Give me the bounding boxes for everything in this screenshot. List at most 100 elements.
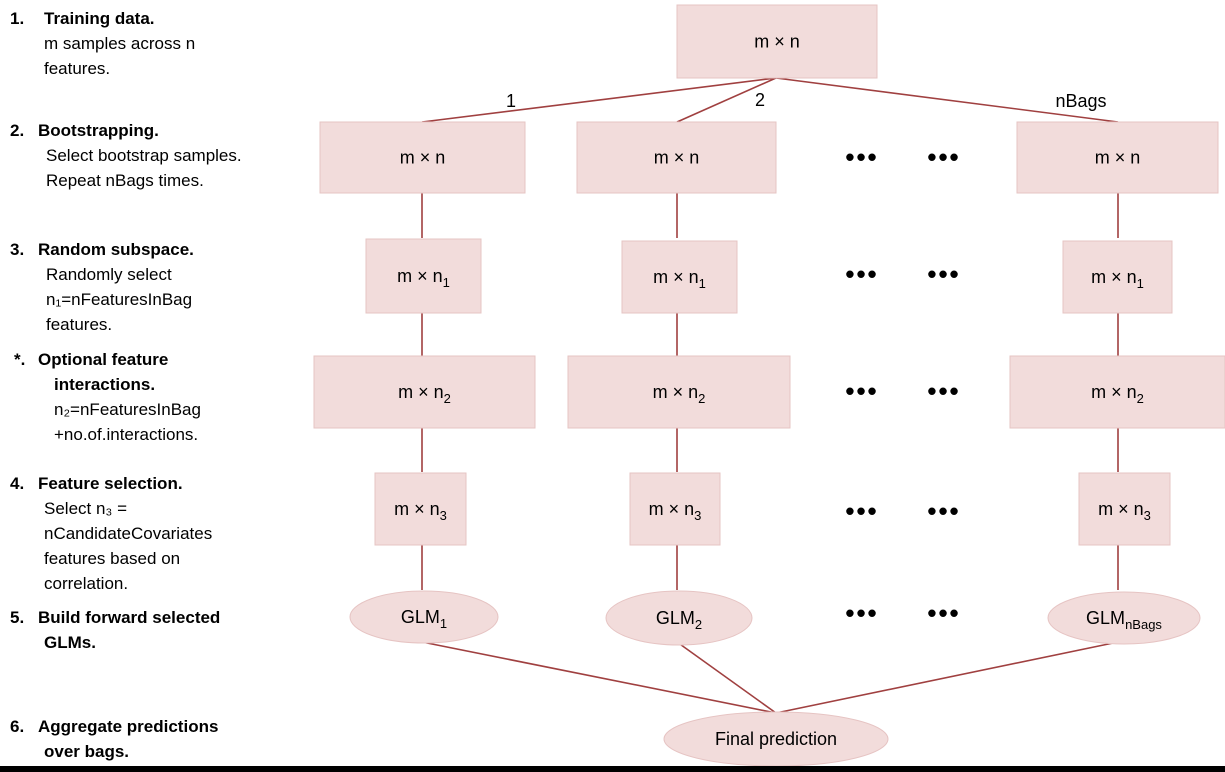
step-title: Bootstrapping. bbox=[38, 121, 159, 140]
step-text: n₁=nFeaturesInBag bbox=[46, 290, 193, 309]
box-label: m × n2 bbox=[653, 382, 706, 406]
edge-root-to-bag-2 bbox=[676, 77, 777, 123]
step-text: features. bbox=[46, 315, 113, 334]
ellipse-shape bbox=[349, 590, 499, 644]
step-2: 2. Bootstrapping. Select bootstrap sample… bbox=[10, 118, 242, 193]
step-title: Feature selection. bbox=[38, 474, 183, 493]
subspace-node: m × n1 bbox=[365, 238, 482, 314]
step-optional: *.Optional feature interactions. n₂=nFea… bbox=[14, 347, 201, 447]
box-shape bbox=[365, 238, 482, 314]
edge-label: 1 bbox=[506, 91, 516, 111]
step-text: Repeat nBags times. bbox=[46, 171, 204, 190]
step-number: 4. bbox=[10, 474, 25, 493]
root-node: m × n bbox=[676, 4, 878, 79]
box-shape bbox=[567, 355, 791, 429]
step-text: Randomly select bbox=[46, 265, 172, 284]
step-4: 4. Feature selection. Select n₃ = nCandid… bbox=[10, 471, 212, 596]
box-shape bbox=[621, 240, 738, 314]
selection-node: m × n3 bbox=[1078, 472, 1171, 546]
ellipsis-dots: ••• bbox=[927, 496, 960, 526]
ellipse-shape bbox=[1047, 591, 1201, 645]
box-shape bbox=[374, 472, 467, 546]
step-number: 5. bbox=[10, 608, 25, 627]
box-label: m × n1 bbox=[397, 266, 450, 290]
box-label: m × n bbox=[400, 148, 446, 168]
box-label: m × n bbox=[654, 148, 700, 168]
step-text: features. bbox=[44, 59, 111, 78]
edge-glm-to-final bbox=[421, 641, 777, 714]
edge-label: 2 bbox=[755, 90, 765, 110]
connector-lines bbox=[421, 77, 1119, 714]
ellipsis-dots: ••• bbox=[845, 496, 878, 526]
bootstrap-node: m × n bbox=[1016, 121, 1219, 194]
ellipsis-dots: ••• bbox=[845, 142, 878, 172]
edge-glm-to-final bbox=[676, 641, 777, 714]
box-label: m × n1 bbox=[1091, 267, 1144, 291]
step-text: features based on bbox=[44, 549, 181, 568]
step-6: 6.Aggregate predictions over bags. bbox=[10, 714, 218, 764]
step-text: m samples across n bbox=[44, 34, 196, 53]
step-3: 3. Random subspace. Randomly select n₁=nF… bbox=[10, 237, 194, 337]
box-shape bbox=[319, 121, 526, 194]
ellipse-label: Final prediction bbox=[715, 729, 837, 749]
edge-root-to-bag-n bbox=[775, 77, 1119, 123]
box-shape bbox=[1078, 472, 1171, 546]
step-title-continued: GLMs. bbox=[44, 633, 96, 652]
bottom-divider bbox=[0, 766, 1225, 772]
box-label: m × n1 bbox=[653, 267, 706, 291]
step-number: *. bbox=[14, 350, 26, 369]
step-text: n₂=nFeaturesInBag bbox=[54, 400, 201, 419]
box-shape bbox=[1062, 240, 1173, 314]
step-title: Training data. bbox=[44, 9, 155, 28]
subspace-node: m × n1 bbox=[621, 240, 738, 314]
step-text: nCandidateCovariates bbox=[44, 524, 213, 543]
interaction-node: m × n2 bbox=[567, 355, 791, 429]
ellipse-shape bbox=[605, 590, 753, 646]
selection-node: m × n3 bbox=[374, 472, 467, 546]
ellipse-label: GLMnBags bbox=[1086, 608, 1162, 632]
ellipse-label: GLM1 bbox=[401, 607, 447, 631]
box-shape bbox=[676, 4, 878, 79]
step-number: 3. bbox=[10, 240, 25, 259]
box-shape bbox=[629, 472, 721, 546]
edge-root-to-bag-1 bbox=[421, 77, 777, 123]
interaction-node: m × n2 bbox=[1009, 355, 1225, 429]
step-title-continued: interactions. bbox=[54, 375, 156, 394]
step-title: Random subspace. bbox=[38, 240, 194, 259]
box-label: m × n3 bbox=[1098, 499, 1151, 523]
step-1: 1. Training data. m samples across n feat… bbox=[10, 6, 244, 81]
box-label: m × n2 bbox=[1091, 382, 1144, 406]
bootstrap-node: m × n bbox=[319, 121, 526, 194]
subspace-node: m × n1 bbox=[1062, 240, 1173, 314]
step-text: Select n₃ = bbox=[44, 499, 127, 518]
ellipsis-dots: ••• bbox=[927, 376, 960, 406]
ellipsis-dots: ••• bbox=[927, 259, 960, 289]
box-shape bbox=[313, 355, 536, 429]
box-label: m × n3 bbox=[649, 499, 702, 523]
edge-glm-to-final bbox=[775, 641, 1119, 714]
step-text: Select bootstrap samples. bbox=[46, 146, 242, 165]
step-number: 2. bbox=[10, 121, 25, 140]
box-label: m × n bbox=[754, 32, 800, 52]
step-descriptions: 1. Training data. m samples across n feat… bbox=[0, 0, 300, 772]
box-shape bbox=[1009, 355, 1225, 429]
box-label: m × n2 bbox=[398, 382, 451, 406]
ellipsis-dots: ••• bbox=[845, 376, 878, 406]
step-title-continued: over bags. bbox=[44, 742, 130, 761]
step-number: 1. bbox=[10, 9, 25, 28]
ellipsis-dots: ••• bbox=[927, 598, 960, 628]
bootstrap-node: m × n bbox=[576, 121, 777, 194]
interaction-node: m × n2 bbox=[313, 355, 536, 429]
box-shape bbox=[576, 121, 777, 194]
ellipsis-dots: ••• bbox=[927, 142, 960, 172]
step-text: correlation. bbox=[44, 574, 129, 593]
glm-node: GLM1 bbox=[349, 590, 499, 644]
step-number: 6. bbox=[10, 717, 25, 736]
box-label: m × n bbox=[1095, 148, 1141, 168]
selection-node: m × n3 bbox=[629, 472, 721, 546]
step-title: Build forward selected bbox=[38, 608, 221, 627]
glm-node: GLMnBags bbox=[1047, 591, 1201, 645]
